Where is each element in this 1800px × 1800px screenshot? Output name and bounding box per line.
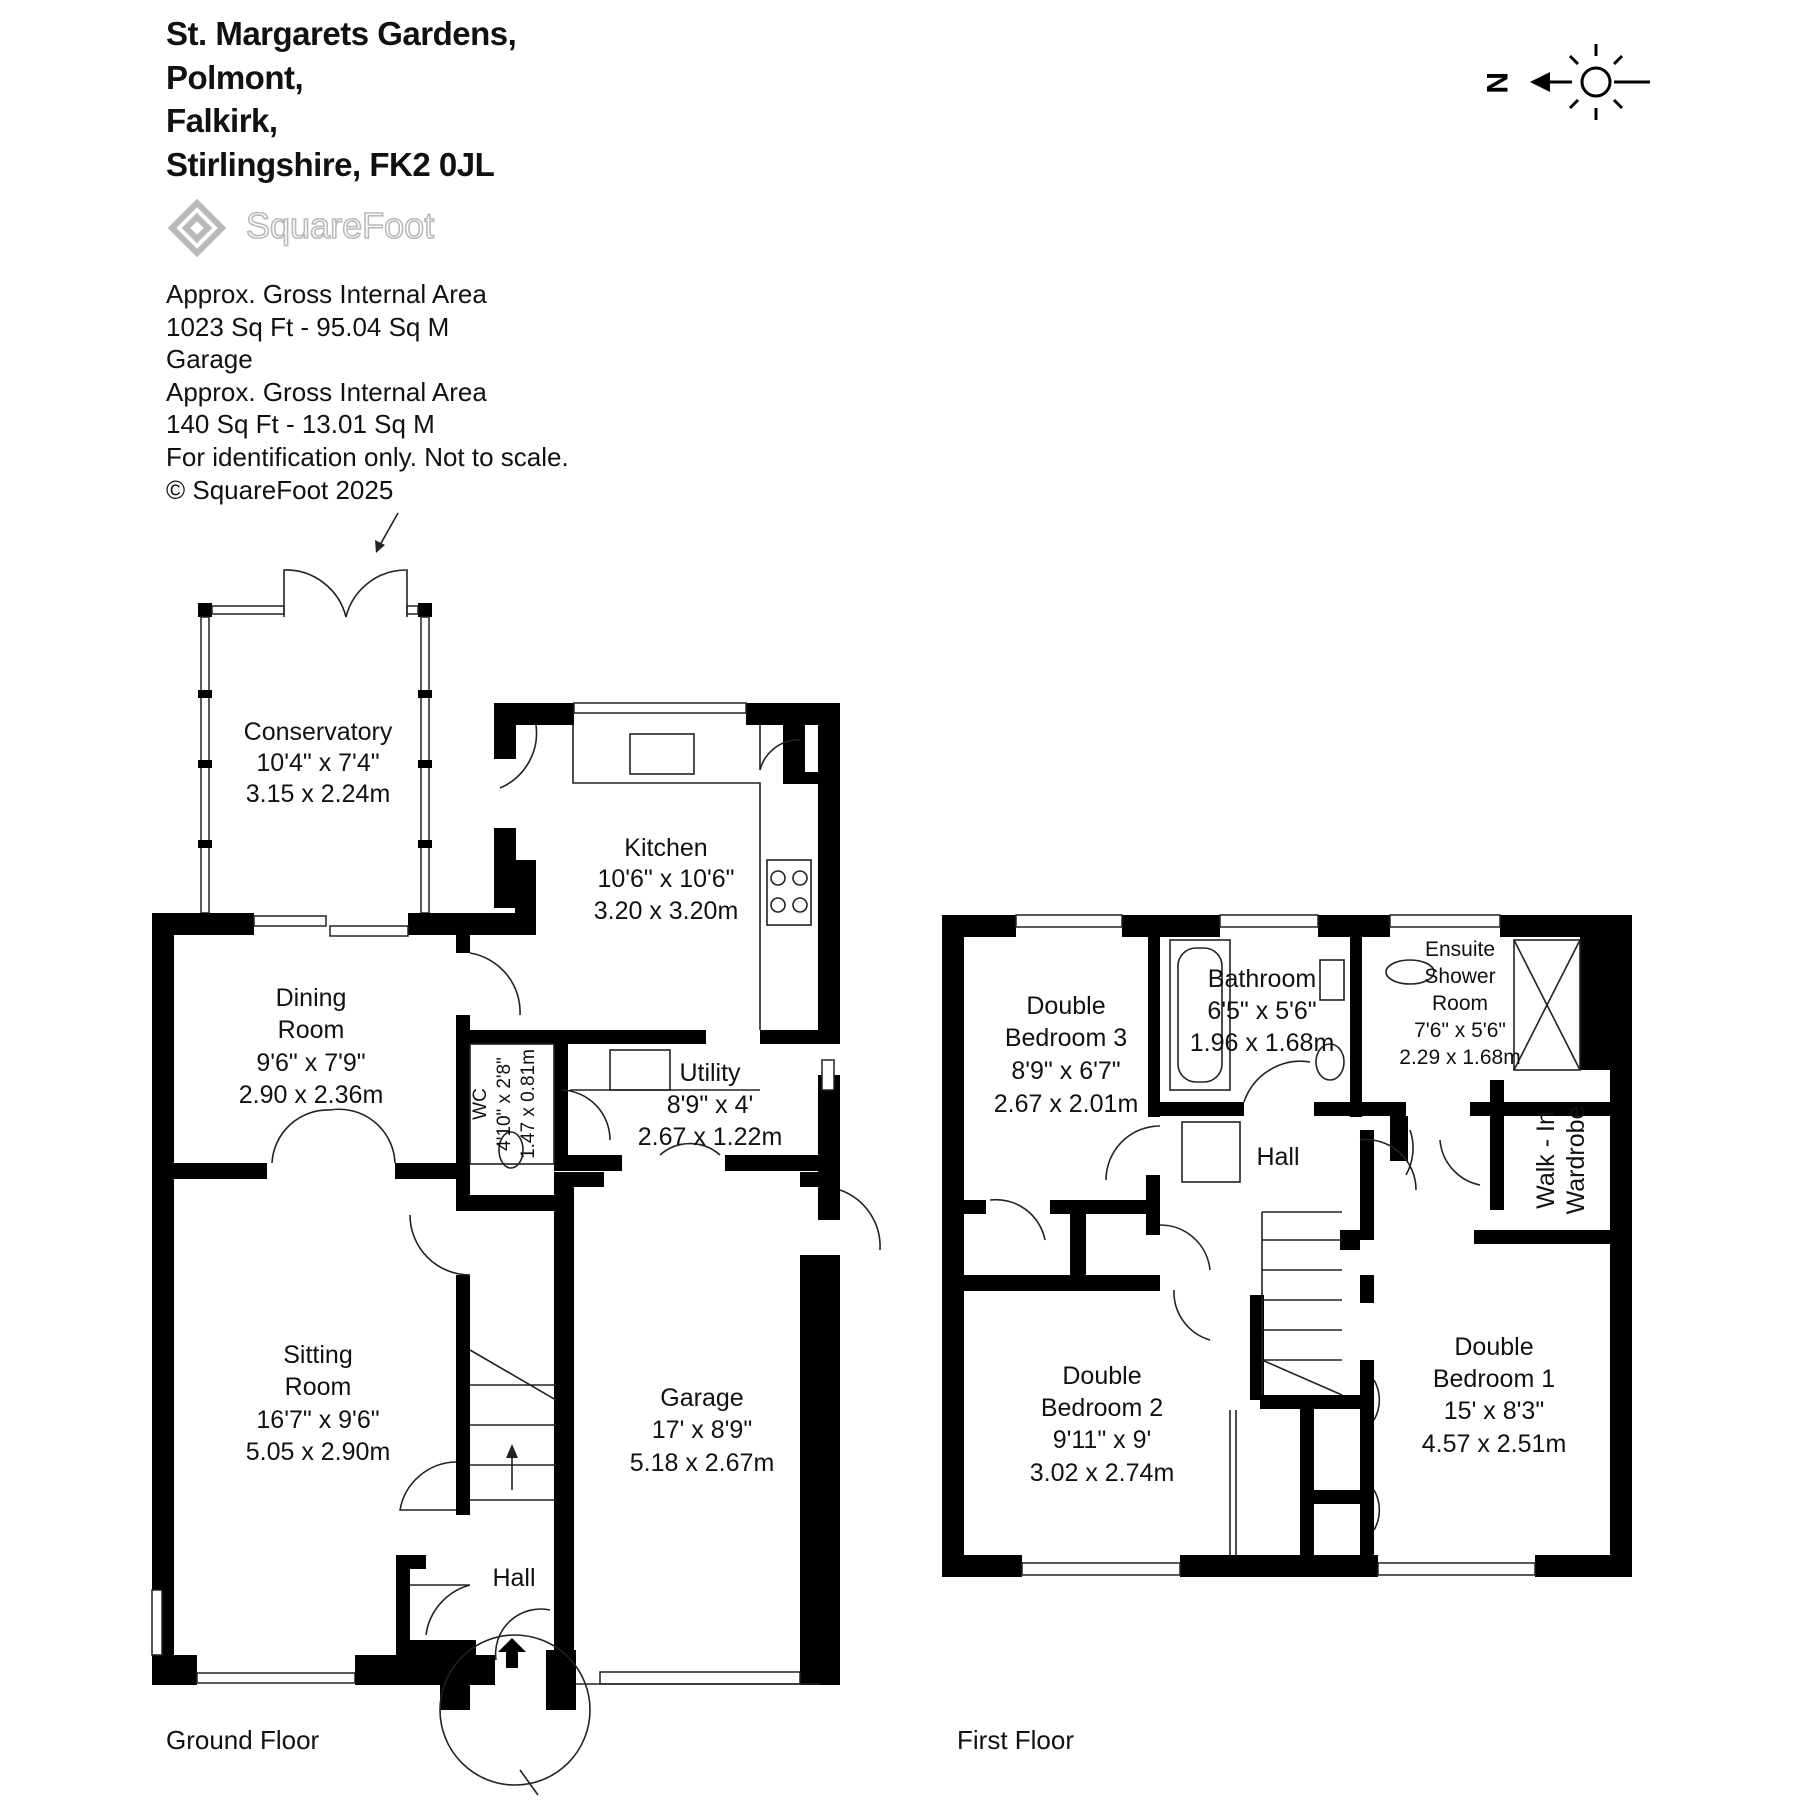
ground-floor-room-labels: Conservatory 10'4" x 7'4" 3.15 x 2.24m K… — [239, 718, 783, 1592]
bed3-imperial: 8'9" x 6'7" — [1011, 1057, 1120, 1085]
bed1-name-1: Double — [1454, 1333, 1533, 1361]
kitchen-name: Kitchen — [624, 834, 707, 862]
kitchen-metric: 3.20 x 3.20m — [594, 897, 739, 925]
sitting-name-1: Sitting — [283, 1341, 352, 1369]
wc-metric: 1.47 x 0.81m — [518, 1049, 539, 1159]
dining-name-2: Room — [278, 1016, 345, 1044]
first-floor-room-labels: Double Bedroom 3 8'9" x 6'7" 2.67 x 2.01… — [994, 965, 1567, 1487]
area-info: Approx. Gross Internal Area 1023 Sq Ft -… — [166, 278, 569, 506]
first-floor-label: First Floor — [957, 1725, 1074, 1755]
squarefoot-logo: SquareFoot — [166, 192, 466, 262]
area-info-line-7: © SquareFoot 2025 — [166, 474, 394, 505]
address-line-2: Polmont, — [166, 58, 304, 96]
wardrobe-name-2: Wardrobe — [1562, 1106, 1590, 1215]
bed3-name-2: Bedroom 3 — [1005, 1024, 1127, 1052]
brand-wordmark: SquareFoot — [246, 205, 434, 246]
sitting-metric: 5.05 x 2.90m — [246, 1438, 391, 1466]
dining-imperial: 9'6" x 7'9" — [256, 1049, 365, 1077]
address-line-1: St. Margarets Gardens, — [166, 15, 517, 52]
first-floor-plan — [942, 914, 1632, 1577]
conservatory-name: Conservatory — [244, 718, 393, 746]
area-info-line-3: Garage — [166, 344, 253, 375]
wardrobe-name-1: Walk - In — [1532, 1111, 1560, 1209]
area-info-line-6: For identification only. Not to scale. — [166, 441, 569, 472]
ground-hall-name: Hall — [492, 1564, 535, 1592]
ensuite-name-2: Shower — [1424, 965, 1495, 988]
wc-name: WC — [470, 1088, 491, 1120]
bathroom-name: Bathroom — [1208, 965, 1316, 993]
ensuite-name-3: Room — [1432, 992, 1488, 1015]
garage-name: Garage — [660, 1384, 743, 1412]
compass-sun-icon: N — [1480, 44, 1650, 120]
ensuite-label: Ensuite Shower Room 7'6" x 5'6" 2.29 x 1… — [1399, 938, 1520, 1069]
dining-name-1: Dining — [276, 984, 347, 1012]
wardrobe-label: Walk - In Wardrobe — [1532, 1106, 1590, 1215]
ground-floor-plan — [151, 512, 881, 1796]
wc-label: WC 4'10" x 2'8" 1.47 x 0.81m — [470, 1049, 539, 1159]
utility-name: Utility — [679, 1059, 741, 1087]
bed1-metric: 4.57 x 2.51m — [1422, 1430, 1567, 1458]
ensuite-metric: 2.29 x 1.68m — [1399, 1046, 1520, 1069]
sitting-name-2: Room — [285, 1373, 352, 1401]
garage-imperial: 17' x 8'9" — [652, 1416, 752, 1444]
bathroom-imperial: 6'5" x 5'6" — [1207, 997, 1316, 1025]
property-address: St. Margarets Gardens, Polmont, Falkirk,… — [166, 12, 517, 186]
bed3-metric: 2.67 x 2.01m — [994, 1090, 1139, 1118]
bed2-name-1: Double — [1062, 1362, 1141, 1390]
bathroom-metric: 1.96 x 1.68m — [1190, 1029, 1335, 1057]
garage-metric: 5.18 x 2.67m — [630, 1449, 775, 1477]
ensuite-imperial: 7'6" x 5'6" — [1414, 1019, 1506, 1042]
sitting-imperial: 16'7" x 9'6" — [256, 1406, 379, 1434]
conservatory-imperial: 10'4" x 7'4" — [256, 749, 379, 777]
wc-imperial: 4'10" x 2'8" — [494, 1057, 515, 1151]
area-info-line-4: Approx. Gross Internal Area — [166, 376, 487, 407]
bed2-metric: 3.02 x 2.74m — [1030, 1459, 1175, 1487]
ensuite-name-1: Ensuite — [1425, 938, 1495, 961]
squarefoot-logo-icon: SquareFoot — [167, 198, 435, 258]
bed1-imperial: 15' x 8'3" — [1444, 1397, 1544, 1425]
utility-metric: 2.67 x 1.22m — [638, 1123, 783, 1151]
kitchen-imperial: 10'6" x 10'6" — [597, 865, 734, 893]
area-info-line-1: Approx. Gross Internal Area — [166, 279, 487, 309]
dining-metric: 2.90 x 2.36m — [239, 1081, 384, 1109]
bed1-name-2: Bedroom 1 — [1433, 1365, 1555, 1393]
address-line-3: Falkirk, — [166, 102, 278, 139]
area-info-line-5: 140 Sq Ft - 13.01 Sq M — [166, 409, 435, 440]
ground-floor-label: Ground Floor — [166, 1725, 320, 1755]
address-line-4: Stirlingshire, FK2 0JL — [166, 145, 495, 183]
bed2-name-2: Bedroom 2 — [1041, 1394, 1163, 1422]
compass-north-label: N — [1480, 72, 1513, 94]
bed2-imperial: 9'11" x 9' — [1053, 1426, 1152, 1454]
conservatory-metric: 3.15 x 2.24m — [246, 780, 391, 808]
utility-imperial: 8'9" x 4' — [667, 1091, 754, 1119]
area-info-line-2: 1023 Sq Ft - 95.04 Sq M — [166, 311, 450, 342]
bed3-name-1: Double — [1026, 992, 1105, 1020]
first-hall-name: Hall — [1256, 1143, 1299, 1171]
